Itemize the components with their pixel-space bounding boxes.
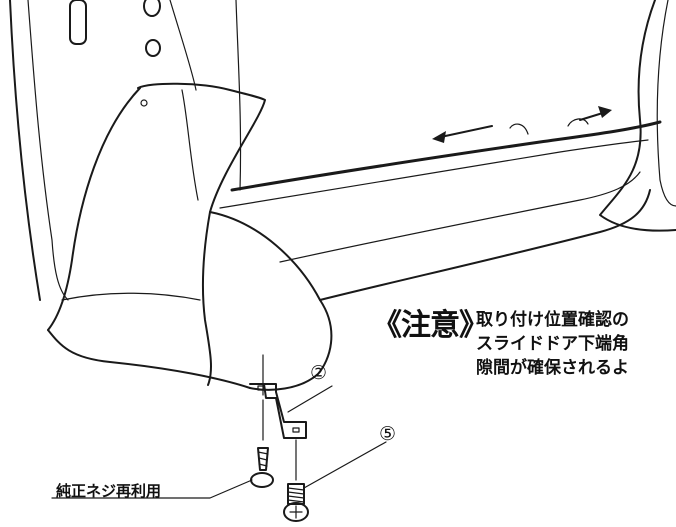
skirt-bottom-front bbox=[47, 329, 251, 389]
rear-wheel-inner bbox=[656, 0, 676, 207]
arrowhead-right bbox=[598, 106, 612, 118]
body-outline-left bbox=[9, 0, 41, 301]
caution-note-line-1: 取り付け位置確認の bbox=[476, 310, 629, 330]
door-edge bbox=[169, 0, 197, 91]
door-corner-arc-2 bbox=[567, 118, 589, 127]
door-hole-top bbox=[143, 0, 161, 17]
screw-thread-lines bbox=[257, 451, 269, 467]
bracket-hole-bottom bbox=[292, 427, 300, 433]
leader-bolt bbox=[303, 441, 387, 489]
body-inner-left bbox=[27, 0, 69, 301]
rear-wheel bbox=[599, 0, 676, 232]
bolt-head-cross bbox=[289, 505, 303, 519]
screw-thread bbox=[257, 447, 269, 471]
door-corner-arc-1 bbox=[509, 123, 529, 135]
side-skirt-upper-line bbox=[219, 139, 649, 209]
arrowhead-left bbox=[432, 131, 446, 143]
door-edge-inner bbox=[235, 0, 242, 191]
side-skirt-lower-edge bbox=[319, 189, 651, 301]
mud-flap-front bbox=[137, 82, 266, 386]
bolt-thread bbox=[287, 487, 305, 503]
door-slot bbox=[69, 0, 87, 45]
bolt-head bbox=[283, 502, 309, 522]
screw-pointer-line bbox=[51, 479, 253, 499]
caution-note-line-3: 隙間が確保されるよ bbox=[476, 358, 629, 378]
leader-bracket bbox=[287, 385, 333, 413]
screw-head bbox=[250, 472, 274, 488]
mud-flap-edge bbox=[181, 89, 199, 201]
arrow-left bbox=[435, 125, 493, 139]
side-skirt-bottom bbox=[209, 211, 333, 391]
caution-mark: 《注意》 bbox=[372, 308, 489, 343]
door-hole-bottom bbox=[145, 39, 161, 57]
bracket-hole-top bbox=[257, 385, 265, 391]
caution-note-line-2: スライドドア下端角 bbox=[476, 334, 629, 354]
bolt-callout-number: ⑤ bbox=[379, 423, 397, 445]
wheel-arch bbox=[47, 87, 141, 331]
bracket-callout-number: ② bbox=[310, 362, 328, 384]
skirt-bottom-inner bbox=[61, 292, 201, 301]
mud-flap-hole bbox=[140, 99, 148, 107]
side-skirt-top-edge bbox=[230, 120, 662, 192]
side-skirt-middle-line bbox=[279, 171, 641, 263]
genuine-screw-reuse-label: 純正ネジ再利用 bbox=[56, 482, 162, 500]
bracket bbox=[249, 383, 307, 439]
